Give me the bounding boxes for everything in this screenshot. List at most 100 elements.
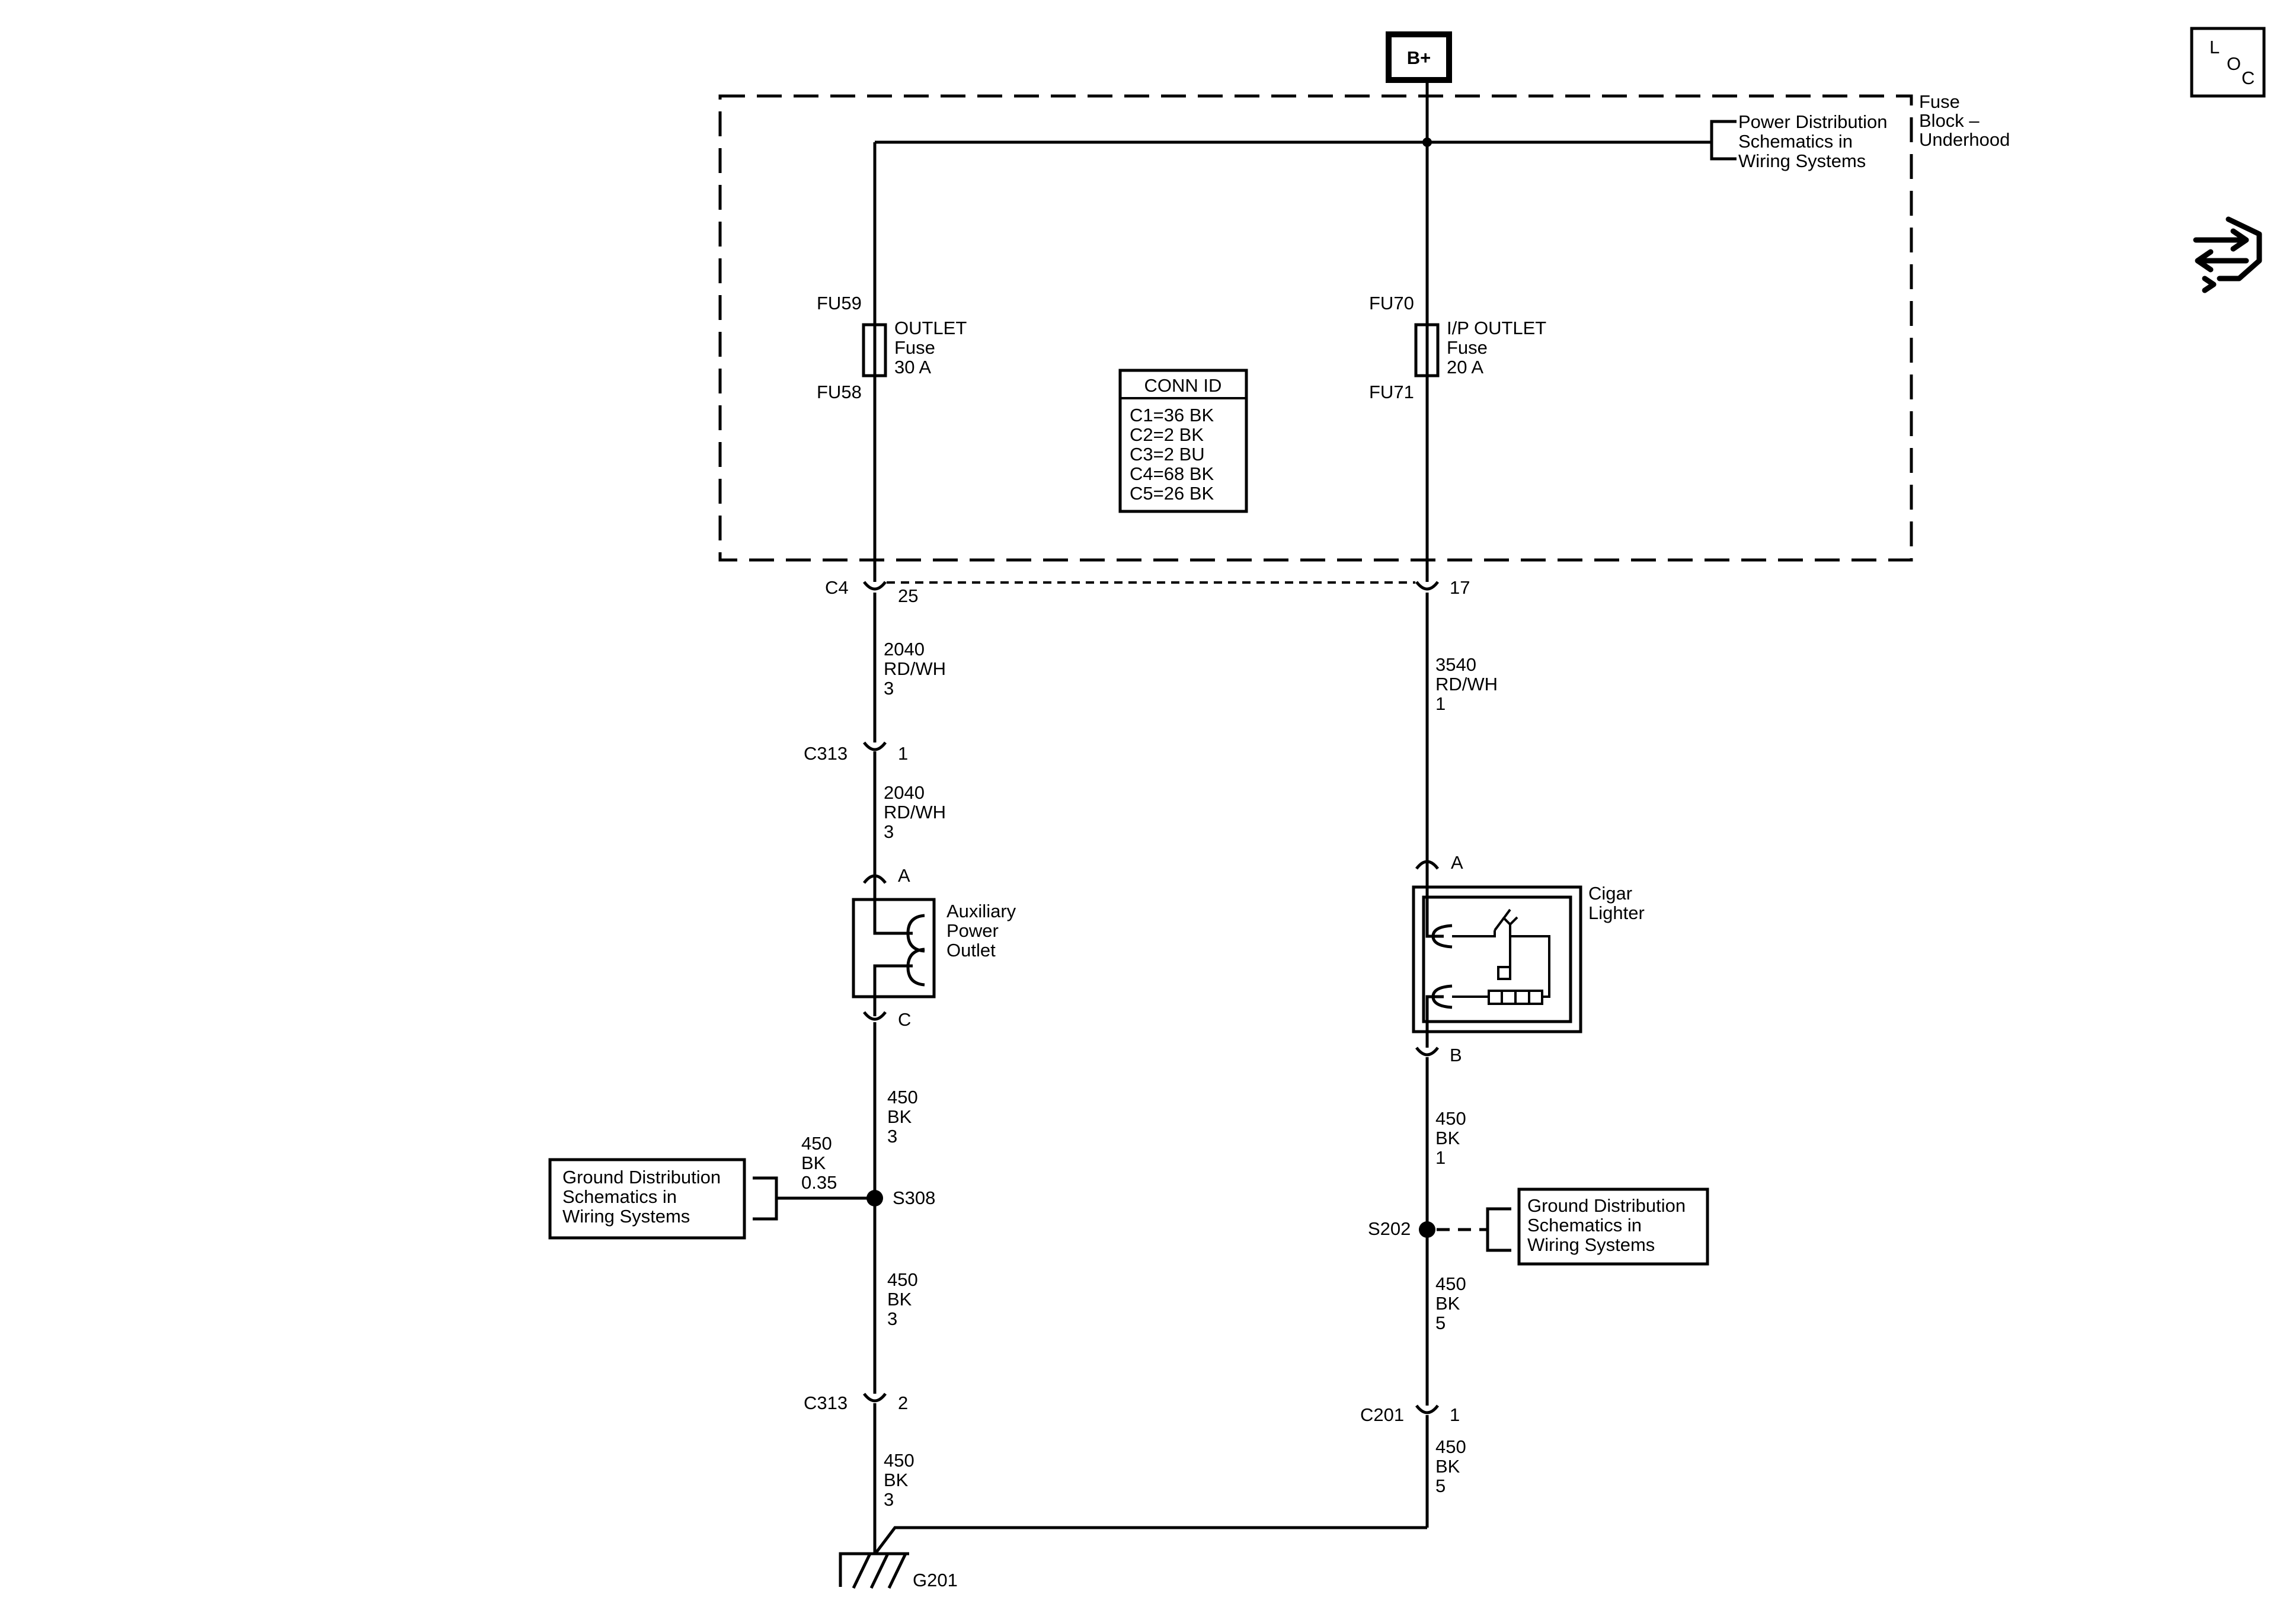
s308-branch-gauge: 0.35: [801, 1172, 837, 1193]
right-ground-ref-box: [1517, 1188, 1709, 1266]
c313-pin-2: 2: [898, 1393, 908, 1413]
power-ref-line-1: Power Distribution: [1738, 111, 1888, 132]
right-wire-1-gauge: 1: [1435, 693, 1446, 714]
lighter-pin-a: A: [1451, 852, 1463, 873]
left-wire-5-color: BK: [884, 1470, 909, 1490]
outlet-label-3: Outlet: [946, 940, 996, 961]
auxiliary-power-outlet: [852, 883, 936, 1016]
left-ground-ref-line-2: Schematics in: [562, 1186, 677, 1207]
right-ground-ref-bracket: [1486, 1207, 1511, 1252]
fuse-block-title-3: Underhood: [1919, 129, 2010, 150]
outlet-fuse-label-3: 30 A: [894, 357, 931, 377]
outlet-fuse: [862, 323, 887, 377]
right-wire-2-circuit: 450: [1435, 1108, 1466, 1129]
battery-label: B+: [1407, 47, 1431, 68]
fuse-fu70-label: FU70: [1369, 293, 1414, 313]
left-wire-3-color: BK: [887, 1106, 912, 1127]
s308-label: S308: [893, 1188, 935, 1208]
loc-icon[interactable]: L O C: [2190, 27, 2266, 98]
left-wire-2-gauge: 3: [884, 821, 894, 842]
right-wire-2-color: BK: [1435, 1128, 1460, 1148]
left-wire-1-color: RD/WH: [884, 658, 946, 679]
lighter-pin-b: B: [1450, 1045, 1462, 1065]
cigar-lighter: [1412, 866, 1582, 1048]
outlet-label-1: Auxiliary: [946, 901, 1016, 921]
conn-id-row: C3=2 BU: [1130, 444, 1205, 465]
right-ground-ref-line-3: Wiring Systems: [1527, 1234, 1655, 1255]
fuse-fu59-label: FU59: [817, 293, 862, 313]
right-wire-2-gauge: 1: [1435, 1147, 1446, 1168]
g201-ground-symbol: [839, 1552, 909, 1589]
left-wire-5-circuit: 450: [884, 1450, 914, 1471]
conn-id-box: [1118, 369, 1248, 513]
c313-connector-2: [863, 1393, 887, 1403]
outlet-label-2: Power: [946, 920, 999, 941]
left-ground-ref-bracket: [753, 1176, 778, 1221]
left-wire-3-gauge: 3: [887, 1126, 897, 1147]
ground-return-wire: [874, 1526, 1427, 1555]
fuse-block-boundary: [718, 94, 1913, 562]
c4-label: C4: [825, 577, 849, 598]
right-wire-4-circuit: 450: [1435, 1436, 1466, 1457]
left-ground-ref-line-3: Wiring Systems: [562, 1206, 690, 1227]
right-wire-3-circuit: 450: [1435, 1273, 1466, 1294]
c4-pin-17: 17: [1450, 577, 1470, 598]
ip-fuse-label-1: I/P OUTLET: [1447, 318, 1546, 338]
left-wire-5-gauge: 3: [884, 1489, 894, 1510]
c201-connector: [1415, 1404, 1439, 1414]
outlet-pin-a: A: [898, 865, 910, 886]
right-wire-3-gauge: 5: [1435, 1313, 1446, 1333]
c201-label: C201: [1360, 1404, 1404, 1425]
conn-id-row: C1=36 BK: [1130, 405, 1214, 425]
left-wire-4-gauge: 3: [887, 1308, 897, 1329]
fuse-fu71-label: FU71: [1369, 382, 1414, 402]
right-ground-ref-line-2: Schematics in: [1527, 1215, 1642, 1235]
conn-id-title: CONN ID: [1144, 375, 1222, 396]
conn-id-row: C2=2 BK: [1130, 424, 1204, 445]
c313-pin-1: 1: [898, 743, 908, 764]
conn-id-row: C5=26 BK: [1130, 483, 1214, 504]
svg-text:C: C: [2241, 68, 2255, 88]
right-wire-1-color: RD/WH: [1435, 674, 1498, 694]
g201-label: G201: [913, 1570, 958, 1590]
left-wire-2-circuit: 2040: [884, 782, 925, 803]
left-wire-4-color: BK: [887, 1289, 912, 1310]
power-ref-bracket: [1710, 120, 1737, 161]
fuse-block-title-1: Fuse: [1919, 91, 1960, 112]
outlet-fuse-label-1: OUTLET: [894, 318, 967, 338]
left-ground-ref-line-1: Ground Distribution: [562, 1167, 721, 1188]
left-wire-2-color: RD/WH: [884, 802, 946, 822]
fuse-fu58-label: FU58: [817, 382, 862, 402]
s308-branch-circuit: 450: [801, 1133, 832, 1154]
left-wire-1-gauge: 3: [884, 678, 894, 699]
ip-fuse-label-2: Fuse: [1447, 337, 1488, 358]
s308-branch-color: BK: [801, 1153, 826, 1173]
conn-id-row: C4=68 BK: [1130, 463, 1214, 484]
s202-label: S202: [1368, 1218, 1411, 1239]
svg-text:O: O: [2227, 53, 2241, 74]
left-ground-ref-box: [548, 1158, 746, 1240]
lighter-pin-a-connector: [1415, 860, 1439, 870]
right-wire-1-circuit: 3540: [1435, 654, 1476, 675]
right-wire-4-gauge: 5: [1435, 1475, 1446, 1496]
c4-pin-25: 25: [898, 585, 918, 606]
power-ref-line-2: Schematics in: [1738, 131, 1853, 152]
outlet-pin-c: C: [898, 1009, 911, 1030]
hand-arrows-icon[interactable]: [2193, 216, 2262, 293]
outlet-pin-c-connector: [863, 1011, 887, 1021]
ip-fuse-label-3: 20 A: [1447, 357, 1483, 377]
outlet-pin-a-connector: [863, 874, 887, 884]
c4-connector-right: [1415, 581, 1439, 591]
c313-label-1: C313: [804, 743, 848, 764]
lighter-label-2: Lighter: [1588, 902, 1645, 923]
left-wire-4-circuit: 450: [887, 1269, 918, 1290]
outlet-fuse-label-2: Fuse: [894, 337, 935, 358]
s202-splice: [1419, 1221, 1435, 1238]
c4-connector-left: [863, 581, 887, 591]
right-wire-4-color: BK: [1435, 1456, 1460, 1477]
lighter-pin-b-connector: [1415, 1046, 1439, 1057]
battery-box: [1386, 31, 1452, 83]
lighter-label-1: Cigar: [1588, 883, 1632, 904]
right-wire-3-color: BK: [1435, 1293, 1460, 1314]
